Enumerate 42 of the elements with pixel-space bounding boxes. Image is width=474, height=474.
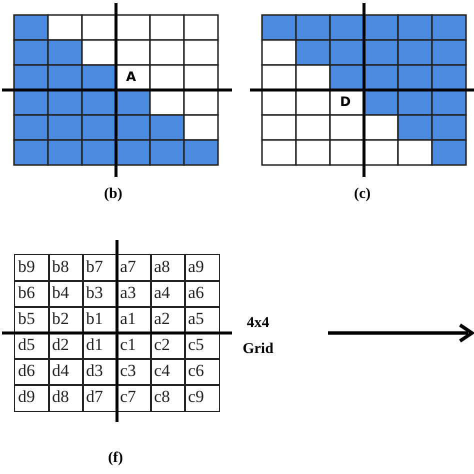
panel-caption: (b) <box>104 186 122 203</box>
table-cell: d4 <box>48 358 84 386</box>
table-cell: a6 <box>184 280 220 308</box>
cell-letter: A <box>126 70 136 85</box>
table-cell: a7 <box>116 254 152 282</box>
table-cell: a8 <box>150 254 186 282</box>
table-cell: a9 <box>184 254 220 282</box>
table-cell: d8 <box>48 384 84 412</box>
table-cell: d5 <box>14 332 50 360</box>
table-cell: c8 <box>150 384 186 412</box>
table-cell: d6 <box>14 358 50 386</box>
table-cell: c3 <box>116 358 152 386</box>
grid-size-label: 4x4 Grid <box>242 314 274 359</box>
table-cell: c1 <box>116 332 152 360</box>
table-cell: c9 <box>184 384 220 412</box>
table-cell: b9 <box>14 254 50 282</box>
table-cell: b4 <box>48 280 84 308</box>
table-cell: b5 <box>14 306 50 334</box>
table-cell: a2 <box>150 306 186 334</box>
table-cell: d1 <box>82 332 118 360</box>
table-cell: a5 <box>184 306 220 334</box>
table-cell: c7 <box>116 384 152 412</box>
table-cell: b1 <box>82 306 118 334</box>
table-cell: b3 <box>82 280 118 308</box>
table-cell: c5 <box>184 332 220 360</box>
cell-letter: D <box>340 95 351 110</box>
table-cell: c6 <box>184 358 220 386</box>
table-cell: d9 <box>14 384 50 412</box>
panel-caption: (f) <box>108 450 123 467</box>
table-cell: d2 <box>48 332 84 360</box>
table-cell: b7 <box>82 254 118 282</box>
panel-caption: (c) <box>354 186 371 203</box>
table-cell: a3 <box>116 280 152 308</box>
table-cell: b8 <box>48 254 84 282</box>
table-cell: c4 <box>150 358 186 386</box>
table-cell: b6 <box>14 280 50 308</box>
table-cell: d7 <box>82 384 118 412</box>
table-cell: a4 <box>150 280 186 308</box>
table-cell: b2 <box>48 306 84 334</box>
table-cell: c2 <box>150 332 186 360</box>
table-cell: d3 <box>82 358 118 386</box>
table-cell: a1 <box>116 306 152 334</box>
